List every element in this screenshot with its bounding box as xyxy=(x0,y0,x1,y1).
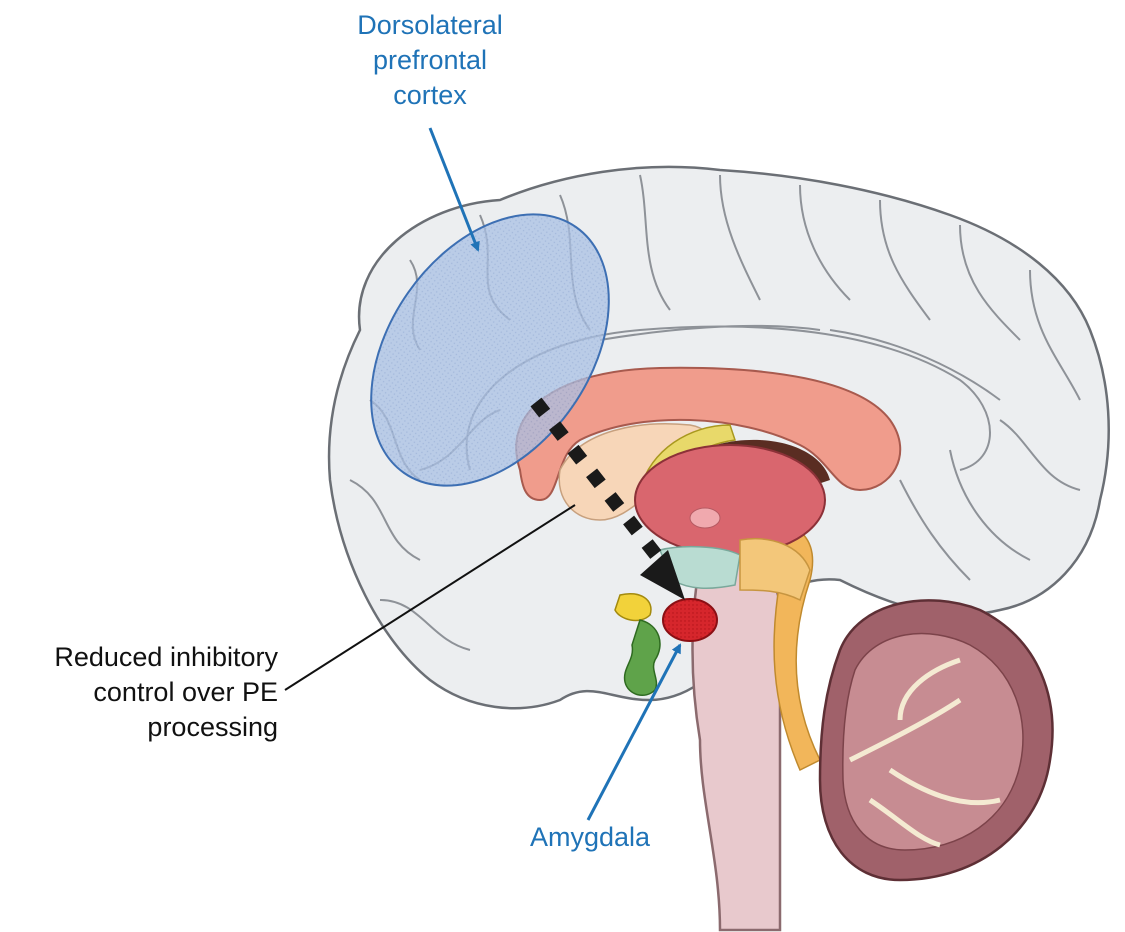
thalamus xyxy=(635,445,825,555)
dlpfc-label-line-2: prefrontal xyxy=(330,43,530,78)
dlpfc-label: Dorsolateral prefrontal cortex xyxy=(330,8,530,113)
dlpfc-label-line-3: cortex xyxy=(330,78,530,113)
dlpfc-label-line-1: Dorsolateral xyxy=(330,8,530,43)
amygdala xyxy=(663,599,717,641)
cerebellum xyxy=(820,600,1052,880)
reduced-control-line-1: Reduced inhibitory xyxy=(0,640,278,675)
reduced-control-line-2: control over PE xyxy=(0,675,278,710)
optic-chiasm xyxy=(615,594,651,621)
amygdala-label-text: Amygdala xyxy=(515,820,665,855)
reduced-control-label: Reduced inhibitory control over PE proce… xyxy=(0,640,278,745)
reduced-control-line-3: processing xyxy=(0,710,278,745)
thalamus-highlight xyxy=(690,508,720,528)
amygdala-label: Amygdala xyxy=(515,820,665,855)
